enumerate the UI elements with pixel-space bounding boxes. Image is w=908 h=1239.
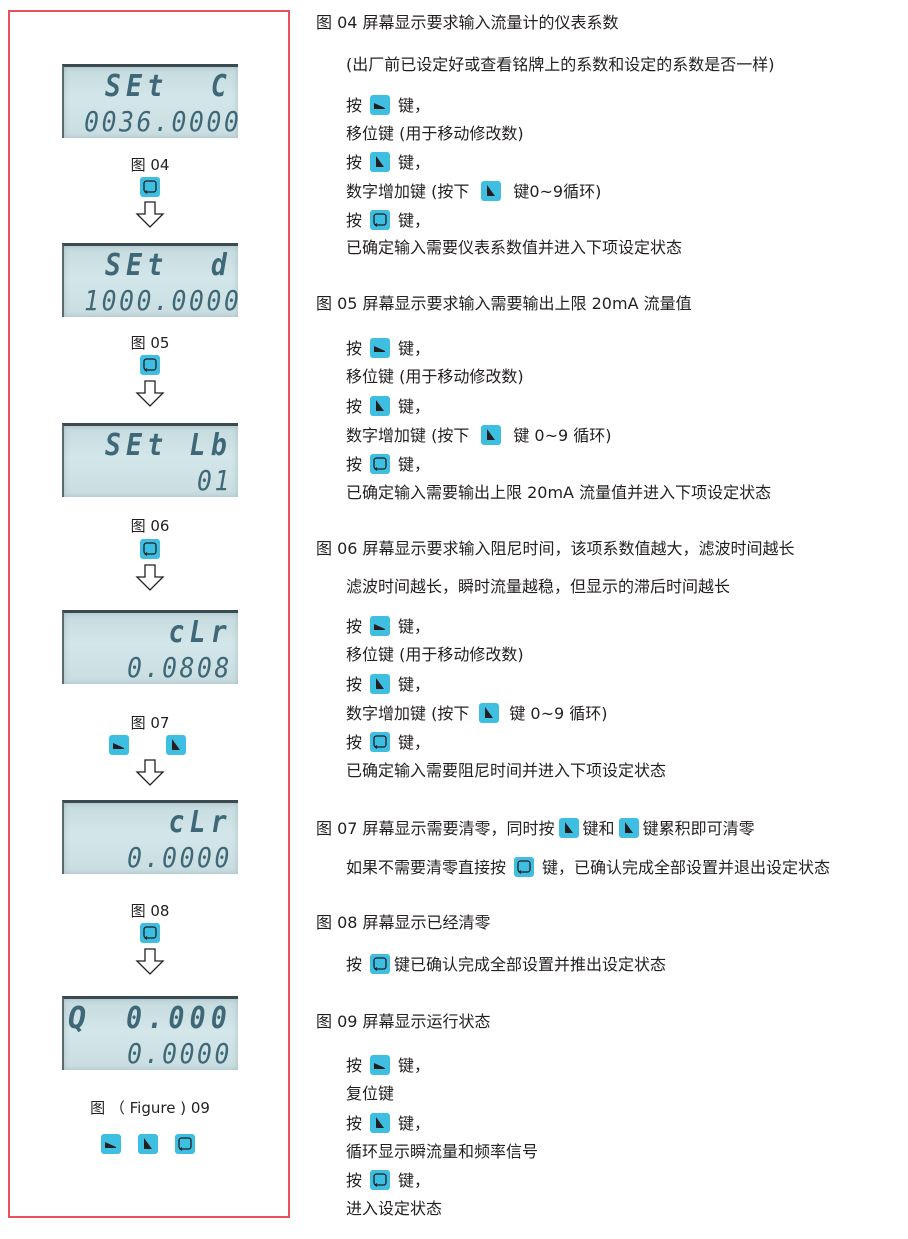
figure-label-05: 图 05: [130, 334, 170, 352]
fig06-press-shift: 按键，: [346, 616, 431, 636]
fig05-title: 图 05 屏幕显示要求输入需要输出上限 20mA 流量值: [316, 294, 692, 313]
increment-key-icon: [370, 674, 391, 694]
fig04-title: 图 04 屏幕显示要求输入流量计的仪表系数: [316, 13, 619, 32]
fig09-shift-desc: 复位键: [346, 1084, 395, 1103]
fig05-press-enter: 按键，: [346, 454, 431, 474]
fig06-note: 滤波时间越长，瞬时流量越稳，但显示的滞后时间越长: [346, 577, 731, 596]
lcd-row-1: cLr: [168, 805, 232, 840]
down-arrow-icon: [135, 948, 165, 976]
lcd-row-1: SEt Lb: [104, 428, 232, 463]
down-arrow-icon: [135, 564, 165, 592]
fig06-title: 图 06 屏幕显示要求输入阻尼时间，该项系数值越大，滤波时间越长: [316, 539, 795, 558]
enter-key-icon: [370, 732, 391, 752]
fig08-title: 图 08 屏幕显示已经清零: [316, 913, 491, 932]
fig09-press-enter: 按键，: [346, 1170, 431, 1190]
increment-key-icon: [370, 152, 391, 172]
fig06-press-inc: 按键，: [346, 674, 431, 694]
figure-label-09: 图 （ Figure ) 09: [90, 1099, 210, 1117]
fig04-inc-desc: 数字增加键 (按下键0~9循环): [346, 181, 602, 201]
increment-key-icon: [138, 1134, 158, 1154]
lcd-screen-04: SEt C 0036.0000: [62, 64, 238, 138]
lcd-row-2: 0036.0000: [84, 105, 238, 138]
fig07-note: 如果不需要清零直接按键，已确认完成全部设置并退出设定状态: [346, 857, 831, 877]
lcd-screen-09: Q 0.000 0.0000: [62, 996, 238, 1070]
increment-key-icon: [481, 425, 502, 445]
enter-key-icon: [140, 355, 160, 375]
fig06-shift-desc: 移位键 (用于移动修改数): [346, 645, 524, 664]
down-arrow-icon: [135, 380, 165, 408]
increment-key-icon: [481, 181, 502, 201]
increment-key-icon: [618, 818, 639, 838]
fig04-press-inc: 按键，: [346, 152, 431, 172]
fig09-enter-desc: 进入设定状态: [346, 1199, 443, 1218]
fig05-confirm: 已确定输入需要输出上限 20mA 流量值并进入下项设定状态: [346, 483, 772, 502]
figure-label-04: 图 04: [130, 156, 170, 174]
enter-key-icon: [370, 1170, 391, 1190]
figure-label-08: 图 08: [130, 902, 170, 920]
enter-key-icon: [140, 923, 160, 943]
down-arrow-icon: [135, 201, 165, 229]
fig04-note: (出厂前已设定好或查看铭牌上的系数和设定的系数是否一样): [346, 55, 775, 74]
fig04-press-shift: 按键，: [346, 95, 431, 115]
fig09-title: 图 09 屏幕显示运行状态: [316, 1012, 491, 1031]
lcd-row-1: SEt d: [104, 248, 232, 283]
enter-key-icon: [370, 210, 391, 230]
increment-key-icon: [479, 703, 500, 723]
shift-key-icon: [101, 1134, 121, 1154]
increment-key-icon: [166, 735, 186, 755]
fig07-title: 图 07 屏幕显示需要清零，同时按键和键累积即可清零: [316, 818, 755, 838]
lcd-row-1: 0.000: [126, 1001, 232, 1036]
enter-key-icon: [514, 857, 535, 877]
figure-label-07: 图 07: [130, 714, 170, 732]
increment-key-icon: [558, 818, 579, 838]
enter-key-icon: [140, 177, 160, 197]
fig09-inc-desc: 循环显示瞬流量和频率信号: [346, 1142, 539, 1161]
fig06-confirm: 已确定输入需要阻尼时间并进入下项设定状态: [346, 761, 667, 780]
fig05-inc-desc: 数字增加键 (按下键 0~9 循环): [346, 425, 612, 445]
lcd-screen-07: cLr 0.0808: [62, 610, 238, 684]
lcd-row-2: 0.0000: [127, 841, 232, 874]
fig05-press-inc: 按键，: [346, 396, 431, 416]
flow-diagram-frame: [8, 10, 290, 1218]
lcd-row-2: 01: [197, 464, 232, 497]
enter-key-icon: [140, 539, 160, 559]
down-arrow-icon: [135, 759, 165, 787]
lcd-screen-06: SEt Lb 01: [62, 423, 238, 497]
lcd-screen-08: cLr 0.0000: [62, 800, 238, 874]
fig09-press-inc: 按键，: [346, 1113, 431, 1133]
shift-key-icon: [370, 616, 391, 636]
fig09-press-shift: 按键，: [346, 1055, 431, 1075]
fig06-inc-desc: 数字增加键 (按下键 0~9 循环): [346, 703, 608, 723]
lcd-row-2: 0.0000: [127, 1037, 232, 1070]
lcd-row-1: cLr: [168, 615, 232, 650]
lcd-screen-05: SEt d 1000.0000: [62, 243, 238, 317]
fig04-press-enter: 按键，: [346, 210, 431, 230]
enter-key-icon: [370, 454, 391, 474]
lcd-row-1: SEt C: [104, 69, 232, 104]
lcd-prefix: Q: [68, 1001, 87, 1036]
fig04-shift-desc: 移位键 (用于移动修改数): [346, 124, 524, 143]
figure-label-06: 图 06: [130, 517, 170, 535]
shift-key-icon: [370, 338, 391, 358]
fig05-press-shift: 按键，: [346, 338, 431, 358]
fig06-press-enter: 按键，: [346, 732, 431, 752]
increment-key-icon: [370, 1113, 391, 1133]
fig05-shift-desc: 移位键 (用于移动修改数): [346, 367, 524, 386]
enter-key-icon: [370, 954, 391, 974]
lcd-row-2: 0.0808: [127, 651, 232, 684]
fig08-note: 按键已确认完成全部设置并推出设定状态: [346, 954, 667, 974]
shift-key-icon: [370, 95, 391, 115]
shift-key-icon: [109, 735, 129, 755]
increment-key-icon: [370, 396, 391, 416]
enter-key-icon: [175, 1134, 195, 1154]
lcd-row-2: 1000.0000: [84, 284, 238, 317]
shift-key-icon: [370, 1055, 391, 1075]
fig04-confirm: 已确定输入需要仪表系数值并进入下项设定状态: [346, 238, 683, 257]
